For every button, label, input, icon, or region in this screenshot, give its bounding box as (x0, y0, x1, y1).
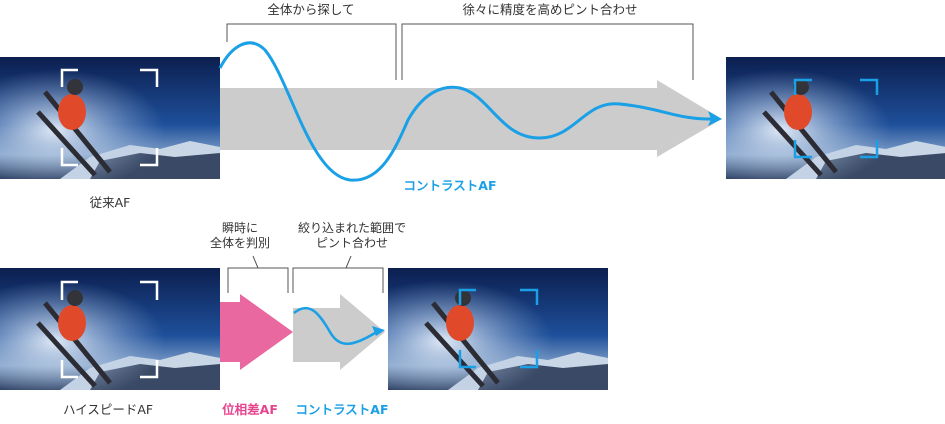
phase-af-arrow (220, 294, 293, 370)
bracket-label-gradual: 徐々に精度を高めピント合わせ (462, 2, 637, 17)
contrast-af-wave-small (293, 306, 376, 345)
bracket-label-narrowed-2: ピント合わせ (316, 235, 388, 250)
contrast-af-wave (218, 41, 713, 182)
contrast-af-arrow (220, 80, 722, 157)
bracket-instant-detect (227, 255, 289, 293)
bracket-label-instant-1: 瞬時に (222, 221, 258, 235)
bracket-gradual-focus (401, 23, 694, 80)
focus-frame-blue (458, 288, 539, 369)
photo-before-bottom (0, 268, 220, 390)
focus-frame-white (60, 280, 159, 379)
wave-arrowhead-icon (372, 326, 385, 336)
high-speed-af-label: ハイスピードAF (63, 402, 153, 417)
bracket-narrowed-focus (292, 255, 384, 293)
phase-af-label: 位相差AF (222, 402, 278, 417)
focus-frame-blue (793, 78, 879, 159)
conventional-af-label: 従来AF (90, 195, 131, 210)
bracket-label-narrowed-1: 絞り込まれた範囲で (298, 220, 406, 235)
contrast-af-arrow-small (293, 294, 385, 370)
wave-arrowhead-icon (708, 111, 722, 126)
bracket-label-instant-2: 全体を判別 (210, 235, 270, 250)
bracket-label-search: 全体から探して (267, 2, 354, 17)
photo-after-top (726, 57, 945, 179)
contrast-af-label-bottom: コントラストAF (296, 402, 389, 417)
contrast-af-label-top: コントラストAF (404, 178, 497, 193)
photo-before-top (0, 57, 220, 179)
focus-frame-white (60, 68, 159, 167)
photo-after-bottom (388, 268, 608, 390)
bracket-search-whole (226, 23, 397, 80)
